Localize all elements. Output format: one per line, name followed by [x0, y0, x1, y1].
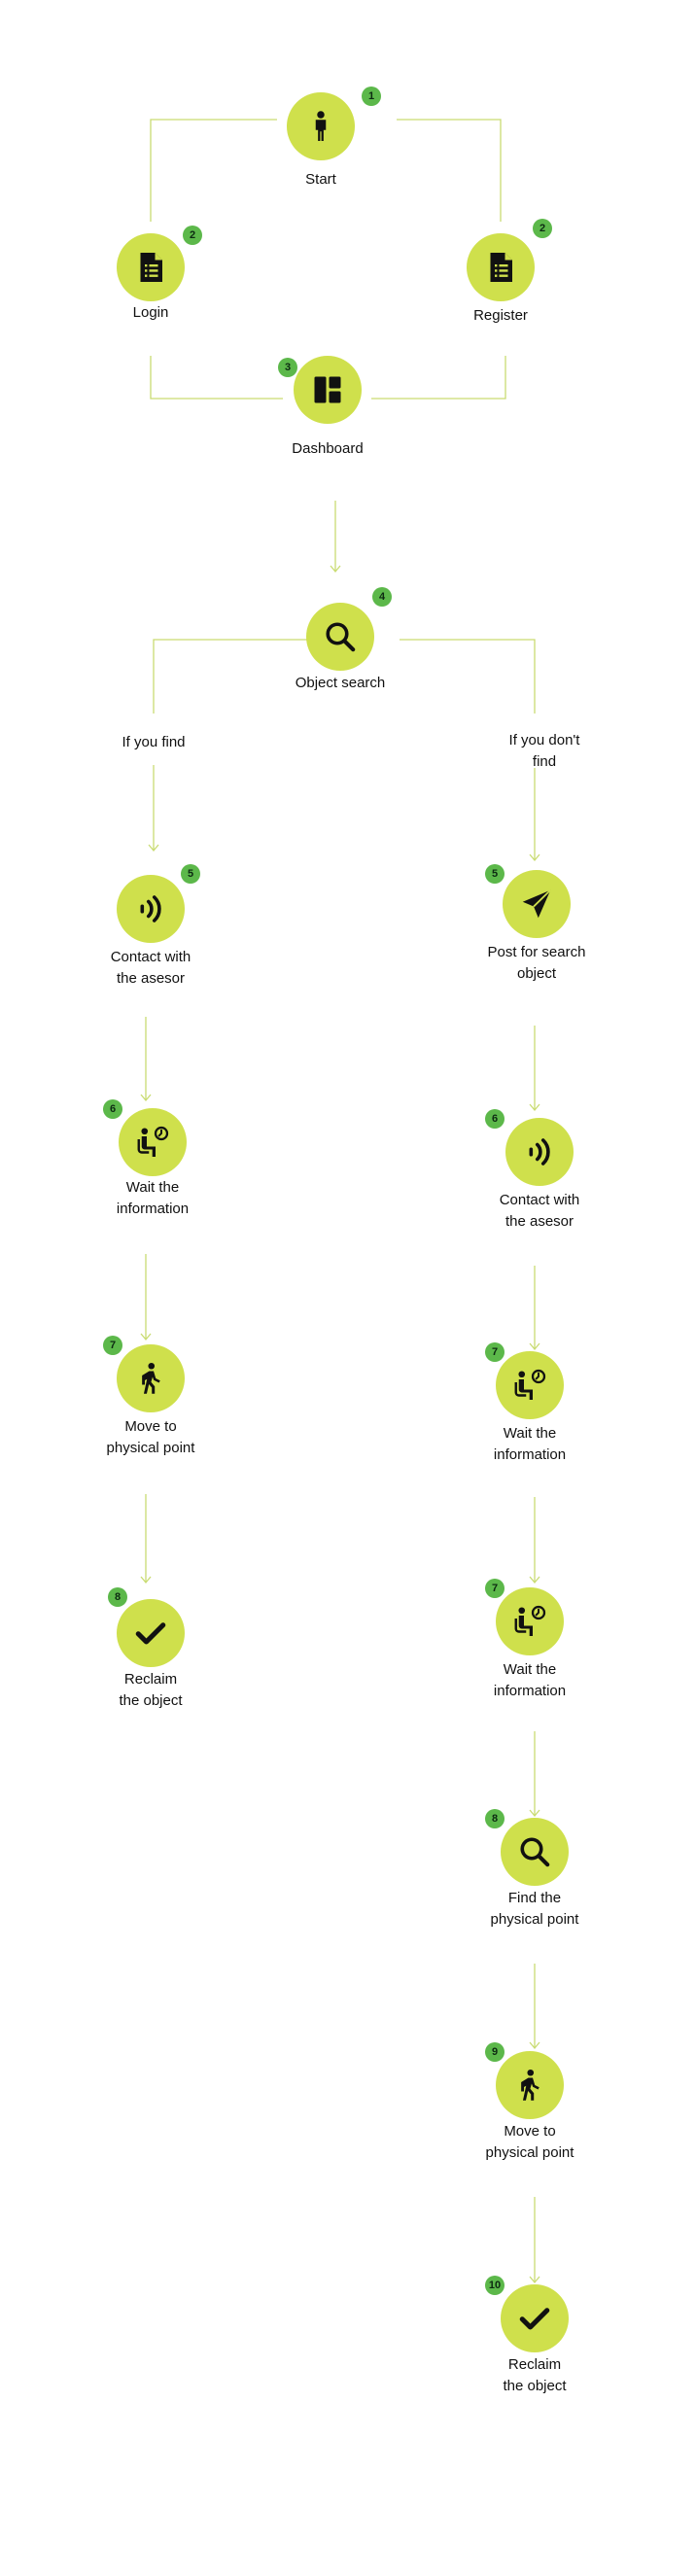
search-icon	[323, 619, 358, 654]
step-label-dashboard: Dashboard	[292, 440, 364, 457]
connector-l-move-reclaim-head	[140, 1576, 152, 1584]
step-number-badge: 1	[362, 87, 381, 106]
connector-start-login	[150, 119, 277, 222]
search-icon	[517, 1834, 552, 1869]
step-number-badge: 2	[533, 219, 552, 238]
step-label-register: Register	[473, 307, 528, 324]
step-node-search	[306, 603, 374, 671]
check-icon	[133, 1616, 168, 1651]
step-number-badge: 7	[485, 1579, 505, 1598]
step-node-r-reclaim	[501, 2284, 569, 2352]
document-icon	[133, 250, 168, 285]
connector-login-dashboard	[150, 356, 283, 400]
waiting-icon	[512, 1368, 547, 1403]
walking-icon	[512, 2068, 547, 2103]
branch-label-found: If you find	[122, 734, 186, 750]
signal-icon	[522, 1134, 557, 1169]
step-number-badge: 4	[372, 587, 392, 607]
step-node-r-contact	[505, 1118, 574, 1186]
connector-start-register	[397, 119, 502, 222]
step-node-l-reclaim	[117, 1599, 185, 1667]
connector-dashboard-search-head	[330, 565, 341, 574]
step-label-r-wait2: Wait the information	[493, 1661, 567, 1699]
step-node-start	[287, 92, 355, 160]
person-icon	[303, 109, 338, 144]
step-node-r-find	[501, 1818, 569, 1886]
step-label-l-move: Move to physical point	[106, 1418, 195, 1456]
step-number-badge: 7	[485, 1342, 505, 1362]
step-label-r-find: Find the physical point	[490, 1890, 579, 1928]
step-number-badge: 3	[278, 358, 297, 377]
step-number-badge: 6	[485, 1109, 505, 1129]
step-label-r-wait1: Wait the information	[493, 1425, 567, 1463]
step-node-l-wait	[119, 1108, 187, 1176]
connector-r-contact-wait1-head	[529, 1342, 540, 1351]
connector-r-post-contact-head	[529, 1103, 540, 1112]
step-node-r-post	[503, 870, 571, 938]
step-number-badge: 5	[181, 864, 200, 884]
step-label-login: Login	[132, 304, 169, 321]
step-label-r-post: Post for search object	[487, 944, 586, 982]
step-label-r-contact: Contact with the asesor	[499, 1192, 580, 1230]
branch-label-not-found: If you don't find	[508, 732, 580, 770]
connector-r-wait2-find-head	[529, 1809, 540, 1818]
step-label-search: Object search	[295, 675, 386, 691]
dashboard-icon	[310, 372, 345, 407]
connector-r-find-move-head	[529, 2041, 540, 2050]
step-label-l-wait: Wait the information	[116, 1179, 190, 1217]
step-number-badge: 7	[103, 1336, 122, 1355]
step-label-start: Start	[305, 171, 336, 188]
signal-icon	[133, 891, 168, 926]
step-node-l-move	[117, 1344, 185, 1412]
step-number-badge: 10	[485, 2276, 505, 2295]
step-number-badge: 2	[183, 226, 202, 245]
step-node-l-contact	[117, 875, 185, 943]
connector-search-found	[153, 639, 309, 714]
send-icon	[519, 887, 554, 922]
connector-r-move-reclaim-head	[529, 2276, 540, 2284]
step-node-r-wait2	[496, 1587, 564, 1655]
step-node-r-wait1	[496, 1351, 564, 1419]
step-number-badge: 5	[485, 864, 505, 884]
step-number-badge: 6	[103, 1099, 122, 1119]
step-label-r-move: Move to physical point	[485, 2123, 574, 2161]
connector-notfound-post-head	[529, 853, 540, 862]
step-number-badge: 9	[485, 2042, 505, 2062]
step-node-dashboard	[294, 356, 362, 424]
connector-l-wait-move-head	[140, 1333, 152, 1341]
step-node-login	[117, 233, 185, 301]
step-number-badge: 8	[485, 1809, 505, 1828]
document-icon	[483, 250, 518, 285]
step-label-l-reclaim: Reclaim the object	[119, 1671, 183, 1709]
connector-found-contact-head	[148, 844, 159, 853]
step-number-badge: 8	[108, 1587, 127, 1607]
waiting-icon	[135, 1125, 170, 1160]
step-node-r-move	[496, 2051, 564, 2119]
walking-icon	[133, 1361, 168, 1396]
step-label-r-reclaim: Reclaim the object	[503, 2356, 567, 2394]
step-label-l-contact: Contact with the asesor	[110, 949, 191, 987]
connector-r-wait1-wait2-head	[529, 1576, 540, 1584]
step-node-register	[467, 233, 535, 301]
waiting-icon	[512, 1604, 547, 1639]
connector-register-dashboard	[371, 356, 506, 400]
connector-search-not-found	[400, 639, 536, 714]
connector-l-contact-wait-head	[140, 1094, 152, 1102]
check-icon	[517, 2301, 552, 2336]
